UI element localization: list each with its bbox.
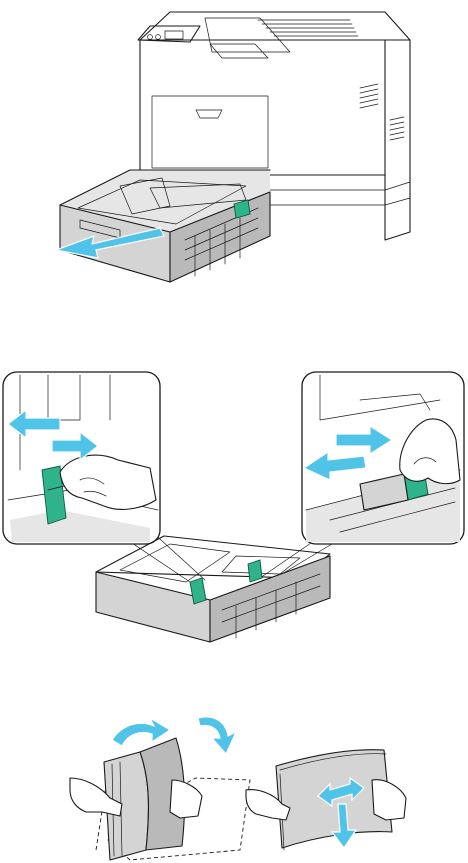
paper-flex-fan-figure	[0, 700, 468, 863]
paper-flex-fan-illustration	[0, 700, 468, 863]
flex-arrow-icon-1	[112, 718, 170, 746]
printer-tray-pull-out-illustration	[0, 0, 468, 300]
paper-stack-icon	[70, 717, 250, 860]
length-guide-detail	[302, 372, 464, 544]
printer-tray-pull-out-figure	[0, 0, 468, 300]
flex-arrow-icon-2	[198, 717, 236, 754]
paper-tray-top-view	[96, 536, 330, 642]
paper-stack-fanned-icon	[246, 750, 406, 850]
hand-icon-right-2	[372, 780, 406, 820]
paper-tray-icon	[60, 170, 270, 282]
tray-guides-adjust-illustration	[0, 360, 468, 650]
hand-icon-left-2	[170, 780, 202, 818]
width-guide-detail	[3, 372, 160, 544]
tray-guides-adjust-figure	[0, 360, 468, 650]
